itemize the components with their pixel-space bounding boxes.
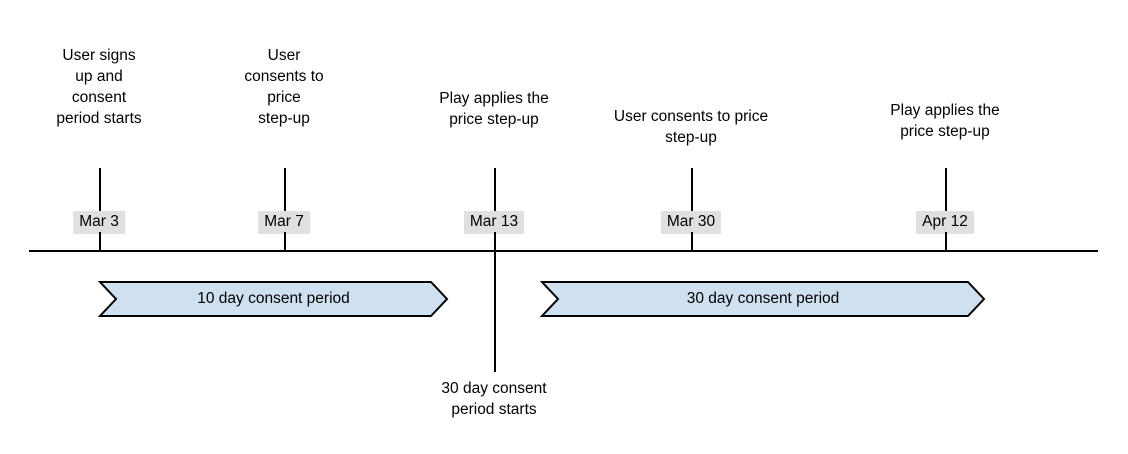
- tick-upper-apr-12: [945, 168, 947, 212]
- date-chip-apr-12: Apr 12: [916, 211, 974, 234]
- tick-lower-mar-30: [691, 232, 693, 251]
- date-chip-mar-7: Mar 7: [258, 211, 310, 234]
- banner-shape-ten-day-consent-period: [97, 281, 449, 317]
- tick-lower-mar-13: [494, 232, 496, 372]
- event-caption-apr-12: Play applies the price step-up: [890, 102, 1000, 140]
- date-chip-mar-13: Mar 13: [463, 211, 525, 234]
- event-caption-mar-30: User consents to price step-up: [613, 108, 769, 146]
- date-chip-mar-30: Mar 30: [660, 211, 722, 234]
- banner-polygon: [539, 281, 986, 317]
- consent-period-banner-thirty-day-consent-period: 30 day consent period: [539, 281, 986, 317]
- consent-period-banner-ten-day-consent-period: 10 day consent period: [97, 281, 449, 317]
- event-caption-mar-3: User signs up and consent period starts: [56, 47, 142, 127]
- tick-upper-mar-30: [691, 168, 693, 212]
- tick-upper-mar-13: [494, 168, 496, 212]
- timeline-axis: [29, 250, 1098, 252]
- tick-upper-mar-7: [284, 168, 286, 212]
- tick-lower-mar-3: [99, 232, 101, 251]
- event-caption-mar-7: User consents to price step-up: [244, 47, 324, 127]
- banner-shape-thirty-day-consent-period: [539, 281, 986, 317]
- date-chip-mar-3: Mar 3: [73, 211, 125, 234]
- banner-polygon: [97, 281, 449, 317]
- tick-lower-apr-12: [945, 232, 947, 251]
- event-caption-mar-13: Play applies the price step-up: [439, 90, 549, 128]
- tick-lower-mar-7: [284, 232, 286, 251]
- tick-upper-mar-3: [99, 168, 101, 212]
- below-caption-thirty-day-start: 30 day consent period starts: [441, 380, 547, 418]
